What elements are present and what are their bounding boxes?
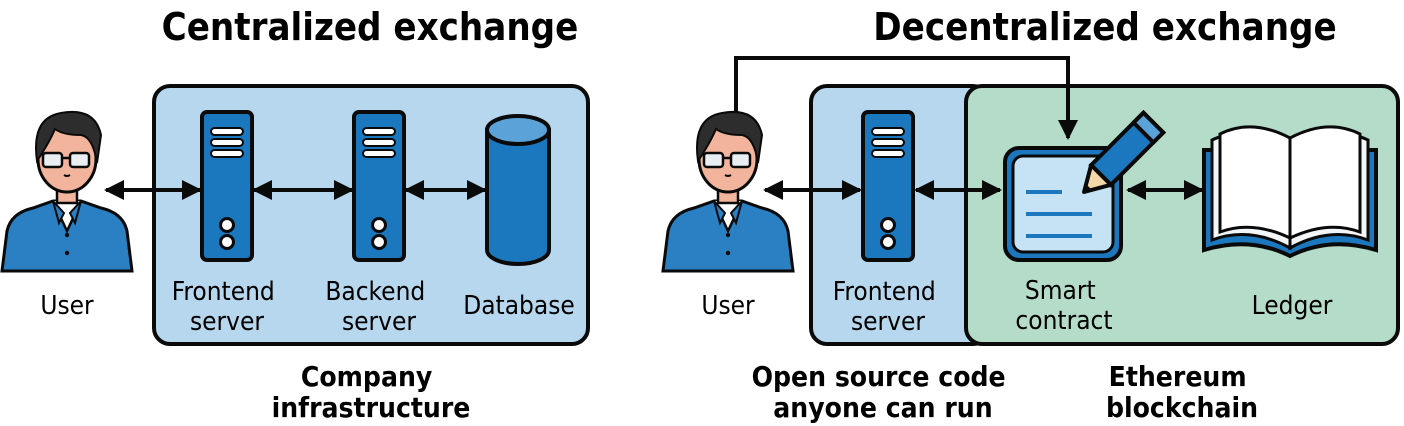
open-source-caption: Open source code anyone can run [752,360,1015,424]
ledger-book-icon [1202,125,1378,259]
backend-label: Backend server [325,277,432,337]
company-infrastructure-caption: Company infrastructure [272,360,471,424]
decentralized-user-label: User [701,291,755,321]
ethereum-blockchain-caption: Ethereum blockchain [1106,360,1258,424]
database-label: Database [463,291,575,321]
centralized-title: Centralized exchange [162,5,579,49]
database-icon [485,114,551,266]
user-contract-direct-arrow [734,56,1078,140]
frontend-server-icon [200,110,254,262]
decentralized-title: Decentralized exchange [873,5,1336,49]
smart-contract-label: Smart contract [1015,276,1112,336]
dex-frontend-server-icon [861,110,915,262]
smart-contract-icon [1003,109,1167,262]
ledger-label: Ledger [1252,291,1333,321]
decentralized-frontend-label: Frontend server [833,277,943,337]
backend-server-icon [352,110,406,262]
centralized-user-label: User [40,291,94,321]
centralized-frontend-label: Frontend server [172,277,282,337]
